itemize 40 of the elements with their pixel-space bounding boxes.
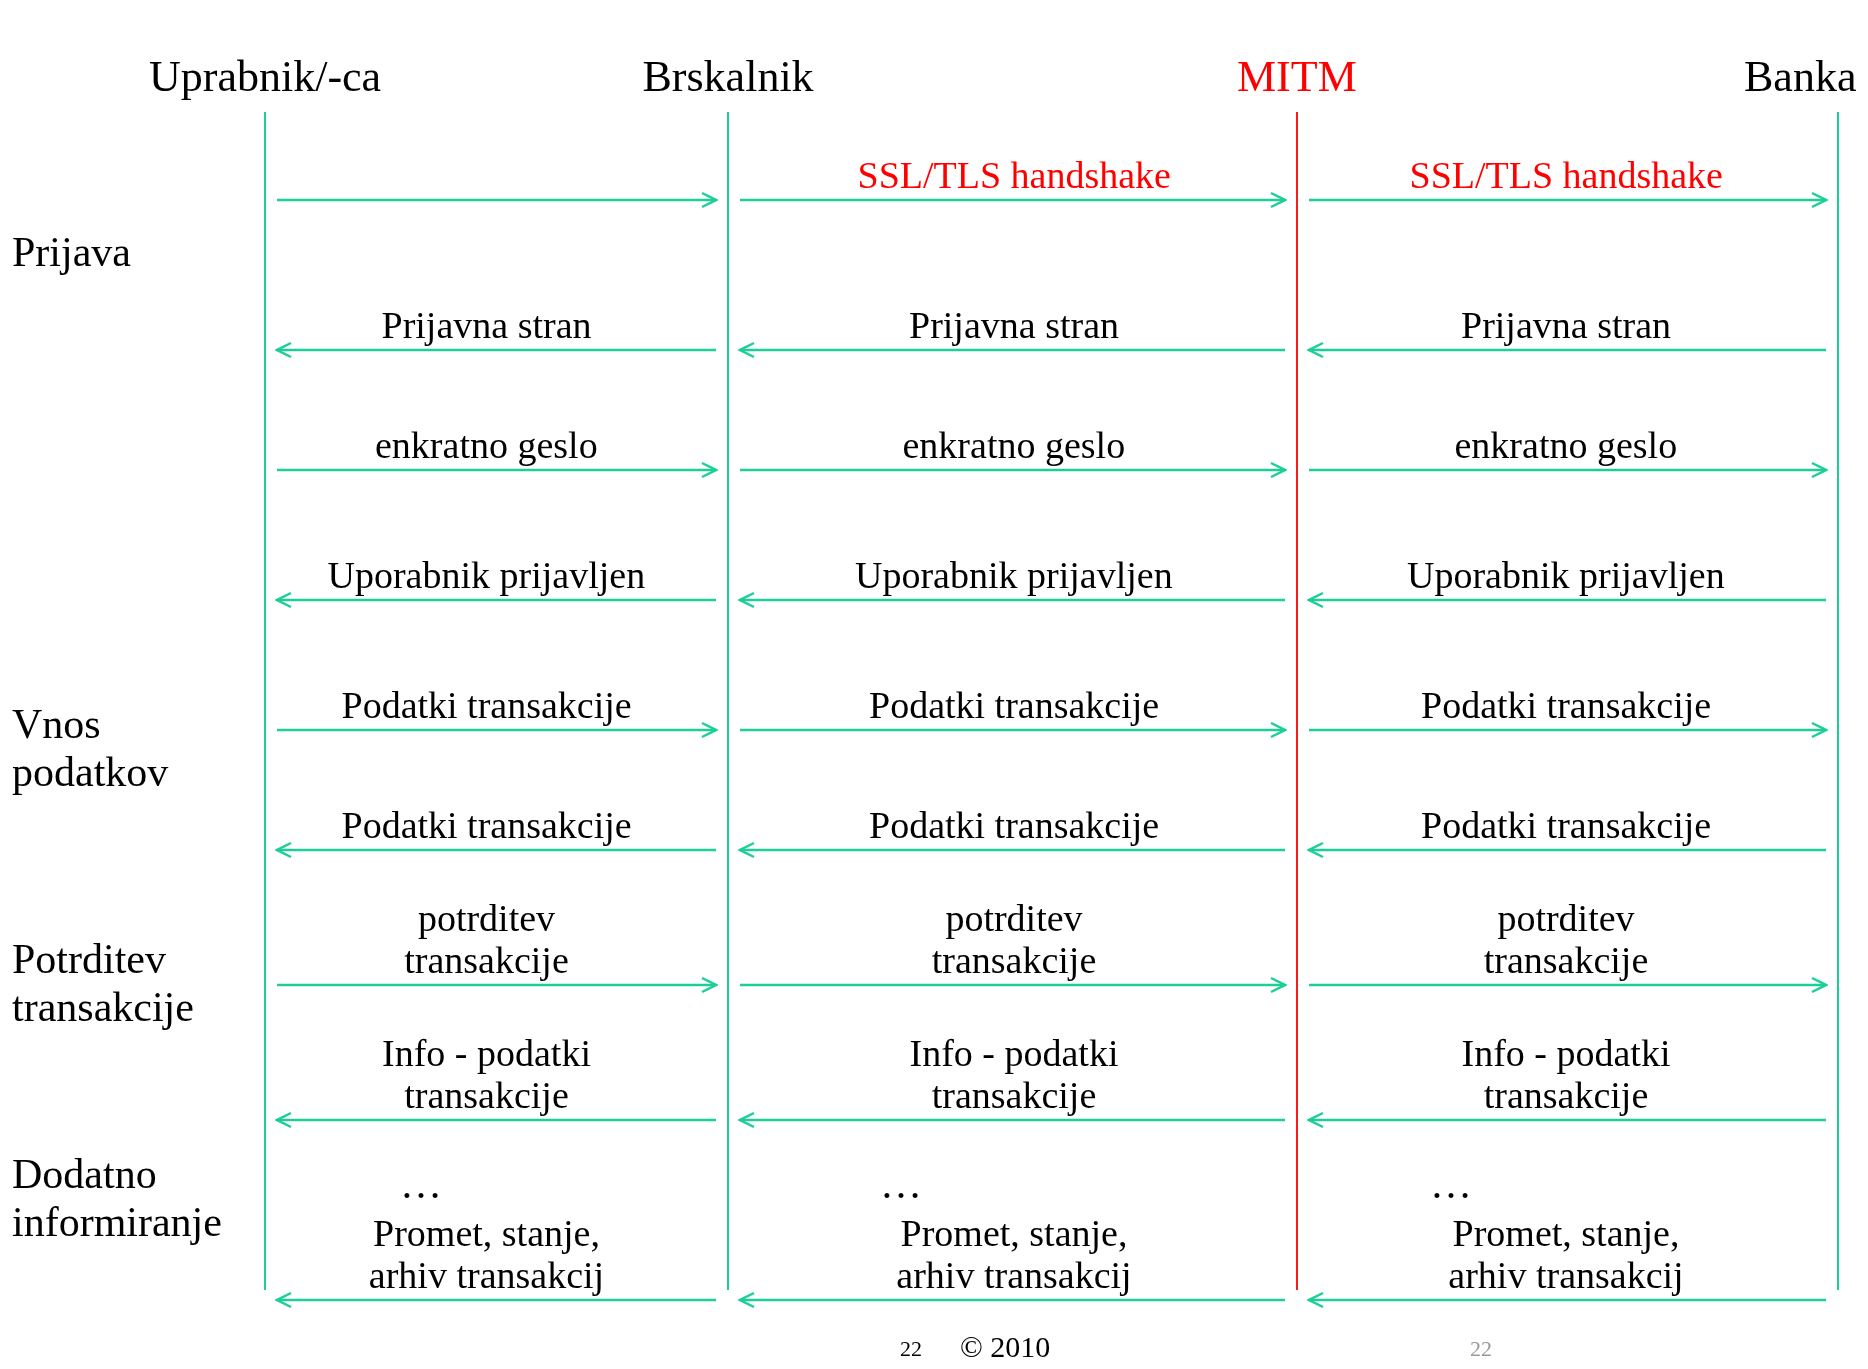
arrow (275, 841, 716, 859)
arrow (738, 341, 1285, 359)
ellipsis: … (400, 1160, 442, 1208)
arrow (1307, 1291, 1826, 1309)
arrow (740, 976, 1287, 994)
arrow (738, 591, 1285, 609)
arrow (738, 841, 1285, 859)
arrow (740, 461, 1287, 479)
phase-label: Vnos podatkov (12, 700, 170, 796)
arrow (740, 191, 1287, 209)
arrow (277, 721, 718, 739)
phase-label: Potrditev transakcije (12, 935, 195, 1031)
page-number: 22 (900, 1336, 922, 1362)
arrow (275, 1291, 716, 1309)
phase-label: Prijava (12, 228, 131, 276)
ellipsis: … (1430, 1160, 1472, 1208)
arrow (1307, 841, 1826, 859)
arrow (277, 976, 718, 994)
arrow (740, 721, 1287, 739)
participant-label: Brskalnik (642, 52, 814, 102)
ellipsis: … (880, 1160, 922, 1208)
arrow (1307, 591, 1826, 609)
copyright-note: © 2010 (960, 1330, 1051, 1364)
arrow (275, 341, 716, 359)
arrow (1307, 1111, 1826, 1129)
arrow (738, 1111, 1285, 1129)
arrow (1309, 461, 1828, 479)
arrow (275, 1111, 716, 1129)
participant-label: Banka (1744, 52, 1857, 102)
arrow (1309, 191, 1828, 209)
arrow (1309, 976, 1828, 994)
participant-label: Uprabnik/-ca (149, 52, 382, 102)
phase-label: Dodatno informiranje (12, 1150, 223, 1246)
page-number: 22 (1470, 1336, 1492, 1362)
participant-label: MITM (1237, 52, 1357, 102)
arrow (1307, 341, 1826, 359)
arrow (277, 191, 718, 209)
arrow (277, 461, 718, 479)
arrow (275, 591, 716, 609)
arrow (738, 1291, 1285, 1309)
